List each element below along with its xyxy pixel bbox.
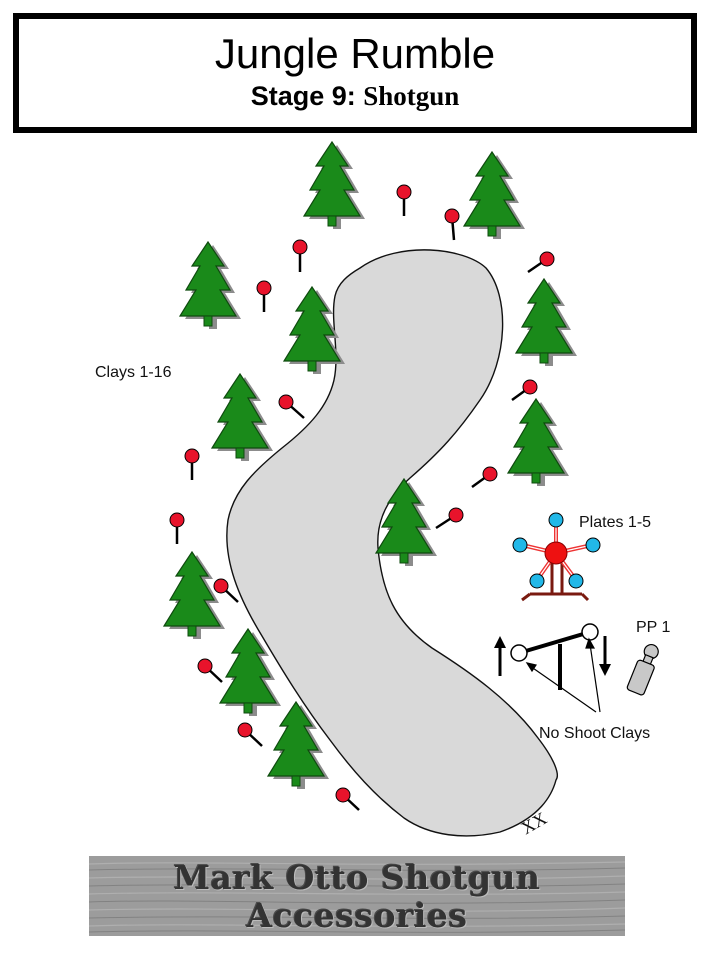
clay-target-icon — [237, 722, 263, 747]
stage-number: Stage 9: — [250, 81, 356, 111]
clay-target-icon — [292, 239, 308, 272]
plate-icon — [585, 537, 601, 553]
plate-rack — [512, 512, 601, 602]
no-shoot-swinger — [494, 623, 611, 713]
stage-subtitle: Stage 9: Shotgun — [19, 81, 691, 112]
clay-target-icon — [256, 280, 272, 312]
clay-target-icon — [197, 658, 223, 683]
clay-target-icon — [184, 448, 200, 480]
clay-target-icon — [213, 578, 239, 603]
clay-target-icon — [527, 251, 555, 274]
plate-icon — [548, 512, 564, 528]
plates-label: Plates 1-5 — [579, 514, 651, 531]
banner-line-1: Mark Otto Shotgun — [173, 858, 541, 897]
popper-label: PP 1 — [636, 619, 671, 636]
stage-title: Jungle Rumble — [214, 30, 496, 77]
clay-target-icon — [278, 394, 305, 419]
arrow-down-icon — [599, 636, 611, 676]
popper-icon — [626, 644, 659, 696]
clay-target-icon — [435, 507, 464, 530]
pond — [226, 249, 558, 837]
clay-target-icon — [169, 512, 185, 544]
clay-target-icon — [396, 184, 412, 216]
tree-icon — [211, 373, 273, 461]
stage-name: Shotgun — [363, 81, 460, 111]
sponsor-banner: Mark Otto Shotgun Accessories — [89, 856, 625, 936]
clay-target-icon — [511, 379, 538, 402]
clay-target-icon — [444, 208, 460, 241]
no-shoot-label: No Shoot Clays — [539, 725, 650, 742]
arrow-up-icon — [494, 636, 506, 676]
wood-texture — [89, 856, 625, 936]
banner-line-2: Accessories — [246, 896, 468, 935]
plate-hub-icon — [544, 541, 568, 565]
tree-icon — [507, 398, 569, 486]
no-shoot-clay-icon — [581, 623, 599, 641]
clay-targets — [169, 184, 555, 811]
tree-icon — [515, 278, 577, 366]
clays-label: Clays 1-16 — [95, 364, 172, 381]
plate-icon — [568, 573, 584, 589]
plate-icon — [512, 537, 528, 553]
title-box: Jungle Rumble Stage 9: Shotgun — [13, 13, 697, 133]
clay-target-icon — [335, 787, 360, 811]
clay-target-icon — [471, 466, 498, 489]
no-shoot-clay-icon — [510, 644, 528, 662]
tree-icon — [179, 241, 241, 329]
tree-icon — [303, 141, 365, 229]
plate-icon — [529, 573, 545, 589]
tree-icon — [463, 151, 525, 239]
tree-icon — [163, 551, 225, 639]
